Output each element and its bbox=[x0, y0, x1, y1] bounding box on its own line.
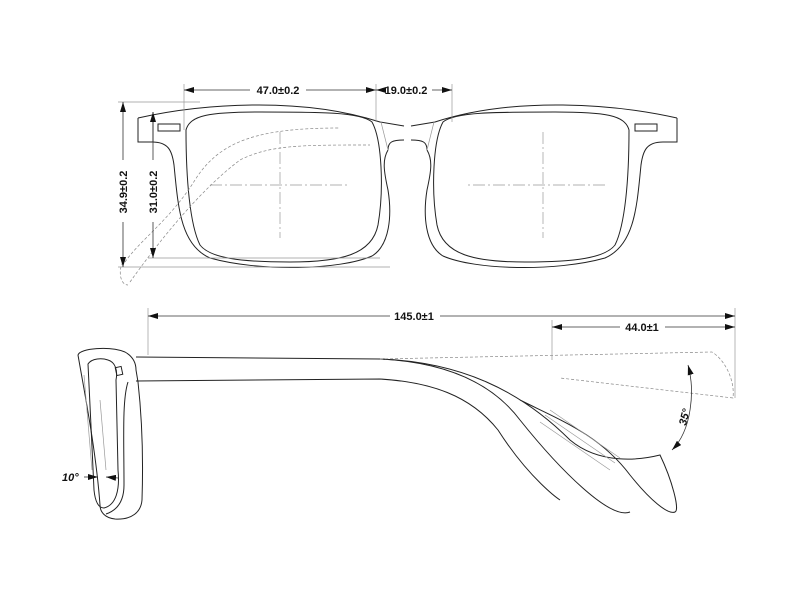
lens-width-label: 47.0±0.2 bbox=[257, 85, 300, 97]
left-half-frame bbox=[119, 104, 405, 286]
lens-height-label: 31.0±0.2 bbox=[148, 171, 160, 214]
bend-length-label: 44.0±1 bbox=[625, 322, 659, 334]
hinge-rivet-left bbox=[157, 123, 181, 132]
temple-arm bbox=[135, 351, 734, 514]
side-dimensions: 145.0±1 44.0±1 35° 10° bbox=[62, 308, 736, 484]
tilt-angle-label: 10° bbox=[62, 472, 79, 484]
frame-height-label: 34.9±0.2 bbox=[118, 171, 130, 214]
front-dimensions: 47.0±0.2 19.0±0.2 34.9±0.2 31.0±0.2 bbox=[118, 84, 453, 268]
bridge-width-label: 19.0±0.2 bbox=[385, 85, 428, 97]
front-piece-side bbox=[77, 347, 144, 520]
front-view: 47.0±0.2 19.0±0.2 34.9±0.2 31.0±0.2 bbox=[118, 84, 678, 286]
side-view: 145.0±1 44.0±1 35° 10° bbox=[62, 308, 736, 520]
bend-angle-label: 35° bbox=[677, 407, 693, 427]
right-half-frame bbox=[410, 104, 678, 269]
temple-length-label: 145.0±1 bbox=[394, 311, 434, 323]
